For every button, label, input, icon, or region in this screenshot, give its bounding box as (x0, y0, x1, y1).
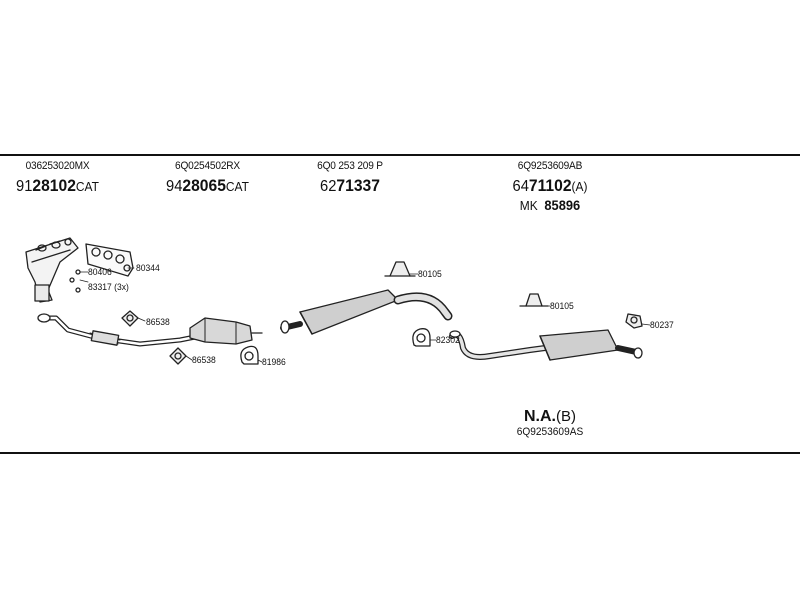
part-number: 036253020MX (25, 160, 90, 172)
mounting-kit: MK 85896 (495, 197, 605, 213)
front-pipe-drawing (37, 313, 213, 347)
ref-suffix: CAT (75, 179, 99, 194)
clamp-drawing-1 (240, 345, 259, 365)
ref-prefix: 64 (512, 178, 529, 195)
ref-suffix: (A) (571, 179, 588, 194)
catalytic-converter-drawing (189, 317, 263, 345)
rubber-mount-drawing-2 (169, 347, 187, 365)
hanger-drawing-2 (519, 293, 549, 307)
label-80237: 80237 (650, 320, 674, 331)
label-86538-bottom: 86538 (192, 355, 216, 366)
label-82302: 82302 (436, 335, 460, 346)
ref-main: 71102 (528, 176, 572, 195)
manifold-gasket-drawing (85, 243, 134, 277)
bottom-divider-line (0, 452, 800, 454)
reference-number: 6471102(A) (495, 176, 605, 196)
bolt-dot-2 (69, 277, 75, 283)
mk-value: 85896 (544, 197, 581, 213)
label-80105-right: 80105 (550, 301, 574, 312)
label-83317: 83317 (3x) (88, 282, 129, 293)
ref-prefix: 94 (166, 178, 183, 195)
top-divider-line (0, 154, 800, 156)
column-rear-silencer: 6Q9253609AB 6471102(A) MK 85896 (490, 160, 610, 213)
label-80406: 80406 (88, 267, 112, 278)
bolt-dot-1 (75, 269, 81, 275)
leader-lines (79, 267, 651, 363)
exhaust-manifold-drawing (25, 237, 79, 303)
part-number: 6Q0 253 209 P (317, 160, 383, 172)
ref-main: 28102 (32, 176, 76, 195)
na-part-number: 6Q9253609AS (516, 426, 584, 438)
label-86538-top: 86538 (146, 317, 170, 328)
reference-number: 6271337 (304, 176, 396, 196)
hanger-drawing-1 (384, 261, 416, 277)
rubber-mount-drawing-3 (625, 313, 643, 329)
ref-main: 28065 (182, 176, 226, 195)
rubber-mount-drawing-1 (121, 310, 139, 327)
not-available-label: N.A.(B) (524, 408, 576, 425)
mk-prefix: MK (519, 198, 538, 213)
label-80105-top: 80105 (418, 269, 442, 280)
rear-pipe-drawing (449, 330, 548, 360)
column-front-cat: 6Q0254502RX 9428065CAT (150, 160, 265, 196)
column-middle-silencer: 6Q0 253 209 P 6271337 (300, 160, 400, 196)
middle-silencer-drawing (280, 289, 453, 335)
na-text: N.A. (524, 408, 556, 425)
clamp-drawing-2 (412, 328, 431, 347)
not-available-block: N.A.(B) 6Q9253609AS (480, 408, 620, 438)
reference-number: 9128102CAT (5, 176, 111, 196)
ref-suffix: CAT (225, 179, 249, 194)
na-suffix: (B) (556, 408, 576, 425)
label-80344: 80344 (136, 263, 160, 274)
nut-dot (75, 287, 81, 293)
ref-prefix: 62 (320, 178, 337, 195)
rear-silencer-drawing (539, 329, 643, 361)
ref-prefix: 91 (16, 178, 33, 195)
column-manifold-cat: 036253020MX 9128102CAT (0, 160, 115, 196)
label-81986: 81986 (262, 357, 286, 368)
part-number: 6Q0254502RX (175, 160, 240, 172)
reference-number: 9428065CAT (155, 176, 261, 196)
ref-main: 71337 (336, 176, 380, 195)
part-number: 6Q9253609AB (517, 160, 583, 172)
